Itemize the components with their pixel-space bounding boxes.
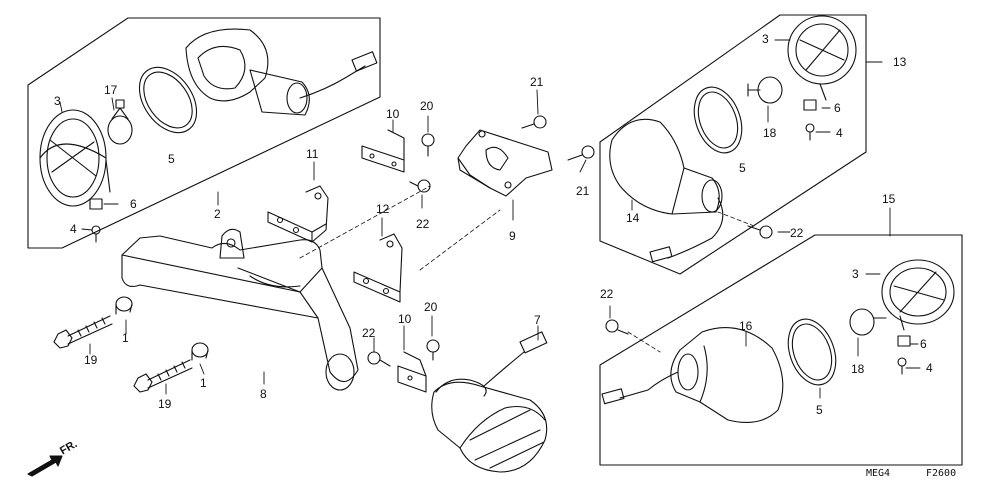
bolt-20-lower bbox=[426, 339, 440, 361]
assembly-lines bbox=[299, 185, 755, 353]
callout-10: 10 bbox=[398, 312, 412, 326]
callout-5: 5 bbox=[739, 161, 746, 175]
rear-left-bulb-18 bbox=[849, 308, 887, 336]
callout-3: 3 bbox=[762, 32, 769, 46]
bracket-11 bbox=[267, 185, 329, 243]
callout-13: 13 bbox=[893, 55, 907, 69]
callout-21: 21 bbox=[530, 75, 544, 89]
plate-10-upper bbox=[361, 129, 405, 173]
rear-right-lens-3 bbox=[787, 15, 857, 101]
turn-signal-7 bbox=[431, 331, 548, 473]
front-left-lens-3 bbox=[39, 109, 111, 207]
callout-4: 4 bbox=[70, 222, 77, 236]
collar-1-upper bbox=[115, 296, 133, 315]
callout-4: 4 bbox=[926, 361, 933, 375]
rear-left-clip-6 bbox=[897, 335, 911, 347]
bolt-19-upper bbox=[53, 315, 113, 349]
rear-right-clip-6 bbox=[803, 99, 817, 111]
callout-1: 1 bbox=[200, 376, 207, 390]
callout-20: 20 bbox=[424, 300, 438, 314]
callout-12: 12 bbox=[376, 202, 390, 216]
callout-15: 15 bbox=[882, 192, 896, 206]
callout-22: 22 bbox=[362, 326, 376, 340]
callout-11: 11 bbox=[306, 147, 319, 161]
callout-8: 8 bbox=[260, 387, 267, 401]
rear-left-housing-16 bbox=[601, 327, 784, 423]
callout-19: 19 bbox=[84, 353, 98, 367]
rear-right-bulb-18 bbox=[747, 76, 783, 104]
bolt-22-lower-left bbox=[367, 351, 391, 367]
callout-7: 7 bbox=[534, 313, 541, 327]
plate-10-lower bbox=[397, 351, 427, 393]
callout-6: 6 bbox=[920, 337, 927, 351]
diagram-code-right: F2600 bbox=[926, 468, 957, 479]
bolt-22-rear-left bbox=[605, 319, 629, 335]
callout-6: 6 bbox=[130, 197, 137, 211]
callout-14: 14 bbox=[626, 211, 640, 225]
front-left-bulb-17 bbox=[107, 99, 133, 145]
group-box-rear-left-turn-signal bbox=[599, 234, 963, 466]
callout-2: 2 bbox=[214, 207, 221, 221]
bolt-21-top bbox=[521, 115, 547, 129]
callout-9: 9 bbox=[509, 229, 516, 243]
callout-3: 3 bbox=[852, 267, 859, 281]
rear-left-screw-4 bbox=[897, 357, 907, 375]
callout-18: 18 bbox=[763, 126, 777, 140]
callout-6: 6 bbox=[834, 101, 841, 115]
callout-16: 16 bbox=[739, 319, 753, 333]
callout-1: 1 bbox=[122, 331, 129, 345]
callout-4: 4 bbox=[836, 126, 843, 140]
front-left-housing bbox=[185, 28, 378, 116]
rear-right-gasket-5 bbox=[693, 86, 743, 154]
bolt-20-upper bbox=[421, 133, 435, 157]
callout-22: 22 bbox=[600, 287, 614, 301]
callout-22: 22 bbox=[790, 226, 804, 240]
callout-5: 5 bbox=[816, 403, 823, 417]
callout-3: 3 bbox=[54, 94, 61, 108]
callout-5: 5 bbox=[168, 152, 175, 166]
rear-left-gasket-5 bbox=[787, 318, 837, 386]
leader-lines bbox=[59, 39, 921, 399]
front-left-screw-4 bbox=[91, 225, 101, 243]
rear-right-screw-4 bbox=[805, 123, 815, 141]
callout-10: 10 bbox=[386, 107, 400, 121]
front-direction-arrow-icon bbox=[27, 455, 63, 477]
diagram-code-left: MEG4 bbox=[866, 468, 891, 479]
callout-19: 19 bbox=[158, 397, 172, 411]
group-box-front-left-turn-signal bbox=[27, 17, 381, 249]
rear-left-lens-3 bbox=[881, 259, 955, 331]
stay-8 bbox=[121, 228, 359, 391]
collar-1-lower bbox=[191, 342, 209, 361]
callout-20: 20 bbox=[420, 99, 434, 113]
callout-18: 18 bbox=[851, 362, 865, 376]
bolt-22-right bbox=[747, 225, 773, 239]
callout-22: 22 bbox=[416, 217, 430, 231]
group-box-rear-right-turn-signal bbox=[599, 14, 867, 275]
bolt-21-right bbox=[567, 145, 595, 161]
callout-17: 17 bbox=[104, 83, 118, 97]
bracket-9 bbox=[457, 129, 553, 197]
bracket-12 bbox=[353, 233, 403, 303]
front-left-gasket-5 bbox=[138, 66, 198, 134]
rear-right-housing-14 bbox=[609, 118, 724, 263]
callout-21: 21 bbox=[576, 184, 590, 198]
bolt-22-mid bbox=[409, 179, 431, 193]
front-left-clip-6 bbox=[89, 198, 103, 210]
bolt-19-lower bbox=[133, 359, 193, 393]
